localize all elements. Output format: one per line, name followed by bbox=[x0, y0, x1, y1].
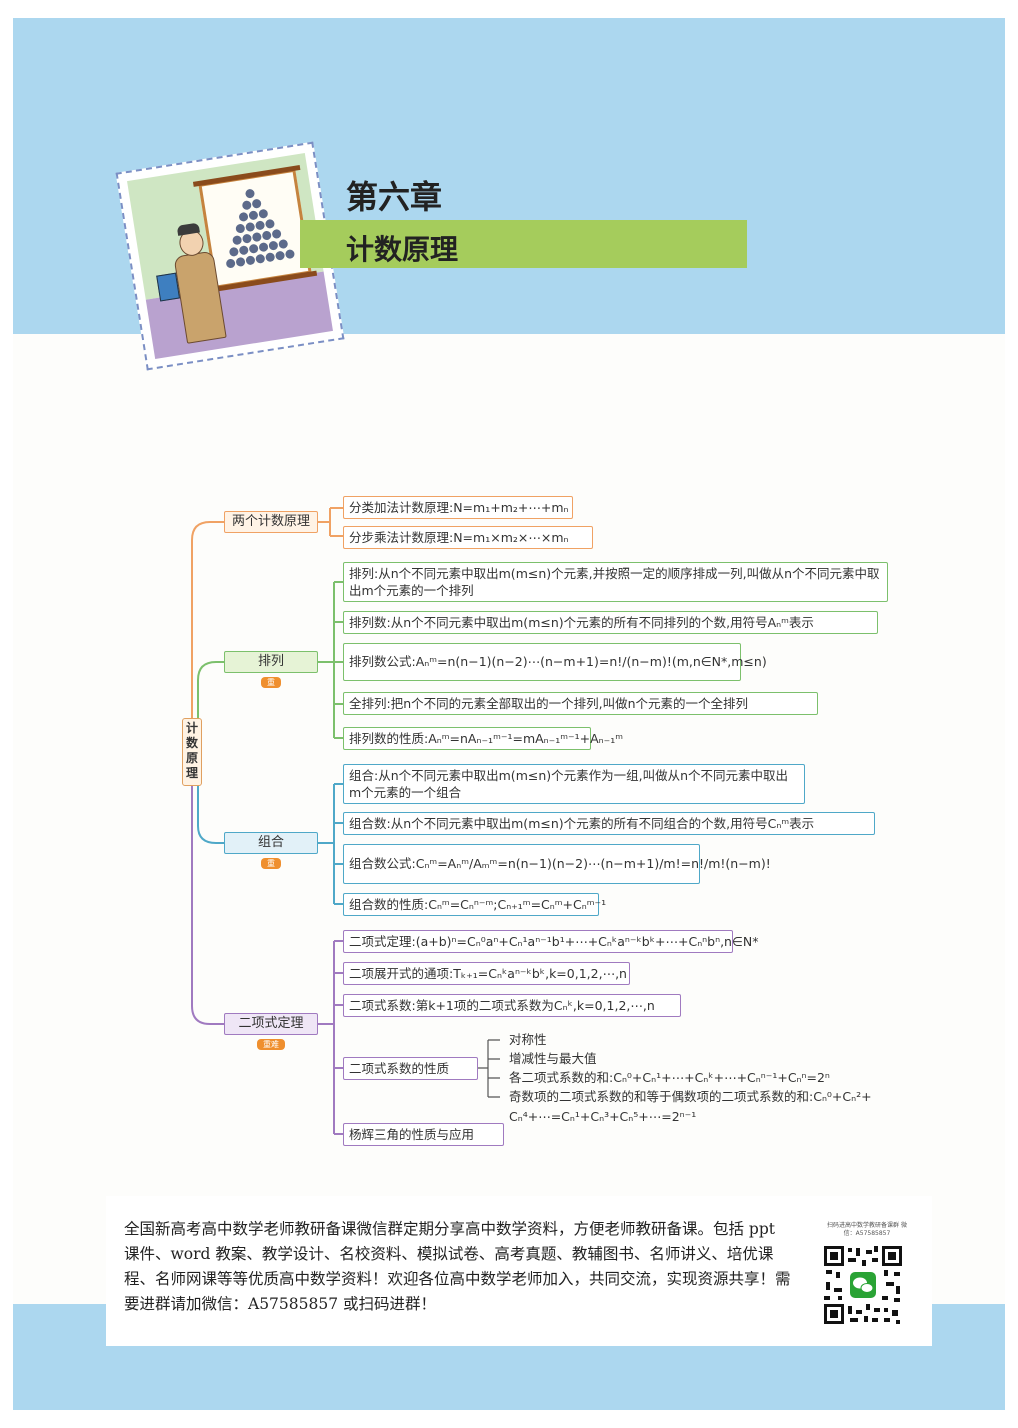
property-monotonicity: 增减性与最大值 bbox=[509, 1051, 597, 1067]
node-multiplication-principle: 分步乘法计数原理:N=m₁×m₂×⋯×mₙ bbox=[343, 526, 593, 549]
branch-binomial-theorem: 二项式定理 bbox=[224, 1013, 318, 1035]
node-permutation-formula: 排列数公式:Aₙᵐ=n(n−1)(n−2)⋯(n−m+1)=n!/(n−m)!(… bbox=[343, 643, 741, 681]
property-odd-even-sum-cont: Cₙ⁴+⋯=Cₙ¹+Cₙ³+Cₙ⁵+⋯=2ⁿ⁻¹ bbox=[509, 1109, 696, 1125]
qr-caption: 扫码进高中数学教研备课群 微信：A57585857 bbox=[822, 1222, 912, 1238]
connector-branch1-items bbox=[318, 508, 344, 536]
connector-branch3-items bbox=[318, 784, 343, 904]
node-addition-principle: 分类加法计数原理:N=m₁+m₂+⋯+mₙ bbox=[343, 496, 573, 519]
branch-combination: 组合 bbox=[224, 832, 318, 854]
property-symmetry: 对称性 bbox=[509, 1032, 547, 1048]
badge-important: 重 bbox=[261, 677, 281, 688]
node-combination-number: 组合数:从n个不同元素中取出m(m≤n)个元素的所有不同组合的个数,用符号Cₙᵐ… bbox=[343, 812, 875, 835]
node-general-term: 二项展开式的通项:Tₖ₊₁=Cₙᵏaⁿ⁻ᵏbᵏ,k=0,1,2,⋯,n bbox=[343, 962, 630, 985]
badge-important-difficult: 重难 bbox=[257, 1039, 285, 1050]
node-permutation-definition: 排列:从n个不同元素中取出m(m≤n)个元素,并按照一定的顺序排成一列,叫做从n… bbox=[343, 562, 888, 602]
node-combination-definition: 组合:从n个不同元素中取出m(m≤n)个元素作为一组,叫做从n个不同元素中取出m… bbox=[343, 764, 805, 804]
node-permutation-number: 排列数:从n个不同元素中取出m(m≤n)个元素的所有不同排列的个数,用符号Aₙᵐ… bbox=[343, 611, 878, 634]
connector-root-branch2 bbox=[198, 662, 225, 718]
connector-root-branch1 bbox=[192, 522, 225, 718]
node-combination-formula: 组合数公式:Cₙᵐ=Aₙᵐ/Aₘᵐ=n(n−1)(n−2)⋯(n−m+1)/m!… bbox=[343, 844, 700, 884]
connector-properties-bracket bbox=[478, 1040, 500, 1097]
badge-important: 重 bbox=[261, 858, 281, 869]
node-binomial-theorem: 二项式定理:(a+b)ⁿ=Cₙ⁰aⁿ+Cₙ¹aⁿ⁻¹b¹+⋯+Cₙᵏaⁿ⁻ᵏbᵏ… bbox=[343, 930, 733, 953]
mindmap-root: 计数原理 bbox=[182, 718, 202, 786]
connector-root-branch4 bbox=[192, 786, 225, 1024]
node-coefficient-properties: 二项式系数的性质 bbox=[343, 1057, 478, 1080]
connector-branch2-items bbox=[318, 582, 343, 738]
node-yanghui-triangle: 杨辉三角的性质与应用 bbox=[343, 1123, 504, 1146]
promo-text: 全国新高考高中数学老师教研备课微信群定期分享高中数学资料，方便老师教研备课。包括… bbox=[124, 1217, 794, 1317]
node-binomial-coefficient: 二项式系数:第k+1项的二项式系数为Cₙᵏ,k=0,1,2,⋯,n bbox=[343, 994, 681, 1017]
qr-code-icon[interactable] bbox=[822, 1244, 904, 1326]
connector-branch4-items bbox=[318, 941, 343, 1134]
node-permutation-properties: 排列数的性质:Aₙᵐ=nAₙ₋₁ᵐ⁻¹=mAₙ₋₁ᵐ⁻¹+Aₙ₋₁ᵐ bbox=[343, 727, 591, 750]
node-full-permutation: 全排列:把n个不同的元素全部取出的一个排列,叫做n个元素的一个全排列 bbox=[343, 692, 818, 715]
branch-two-principles: 两个计数原理 bbox=[224, 511, 318, 533]
property-sum: 各二项式系数的和:Cₙ⁰+Cₙ¹+⋯+Cₙᵏ+⋯+Cₙⁿ⁻¹+Cₙⁿ=2ⁿ bbox=[509, 1070, 830, 1086]
connector-root-branch3 bbox=[198, 786, 225, 843]
property-odd-even-sum: 奇数项的二项式系数的和等于偶数项的二项式系数的和:Cₙ⁰+Cₙ²+ bbox=[509, 1089, 872, 1105]
node-combination-properties: 组合数的性质:Cₙᵐ=Cₙⁿ⁻ᵐ;Cₙ₊₁ᵐ=Cₙᵐ+Cₙᵐ⁻¹ bbox=[343, 893, 599, 916]
branch-permutation: 排列 bbox=[224, 651, 318, 673]
